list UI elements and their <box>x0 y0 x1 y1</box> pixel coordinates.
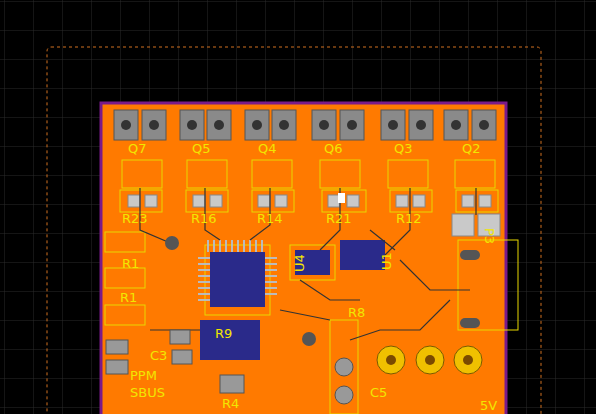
silkscreen-label: R1 <box>120 291 137 304</box>
silkscreen-label: R21 <box>326 212 352 225</box>
silkscreen-label: Q6 <box>324 142 343 155</box>
silkscreen-label: Q7 <box>128 142 147 155</box>
silkscreen-label: Q5 <box>192 142 211 155</box>
silkscreen-label: U1 <box>380 252 393 270</box>
silkscreen-label: SBUS <box>130 386 165 399</box>
silkscreen-label: R4 <box>222 397 239 410</box>
silkscreen-label: R8 <box>348 306 365 319</box>
silkscreen-label: 5V <box>480 399 497 412</box>
silkscreen-label: Q3 <box>394 142 413 155</box>
silkscreen-label: R16 <box>191 212 217 225</box>
silkscreen-label: R14 <box>257 212 283 225</box>
silkscreen-label: U4 <box>293 254 306 272</box>
silkscreen-label: R12 <box>396 212 422 225</box>
silkscreen-label: P3 <box>483 228 496 244</box>
silkscreen-label: R1 <box>122 257 139 270</box>
silkscreen-label: R9 <box>215 327 232 340</box>
silkscreen-label: PPM <box>130 369 157 382</box>
silkscreen-label: C5 <box>370 386 387 399</box>
silkscreen-label: R23 <box>122 212 148 225</box>
silkscreen-label: Q2 <box>462 142 481 155</box>
silkscreen-label: C3 <box>150 349 167 362</box>
silkscreen-label: Q4 <box>258 142 277 155</box>
